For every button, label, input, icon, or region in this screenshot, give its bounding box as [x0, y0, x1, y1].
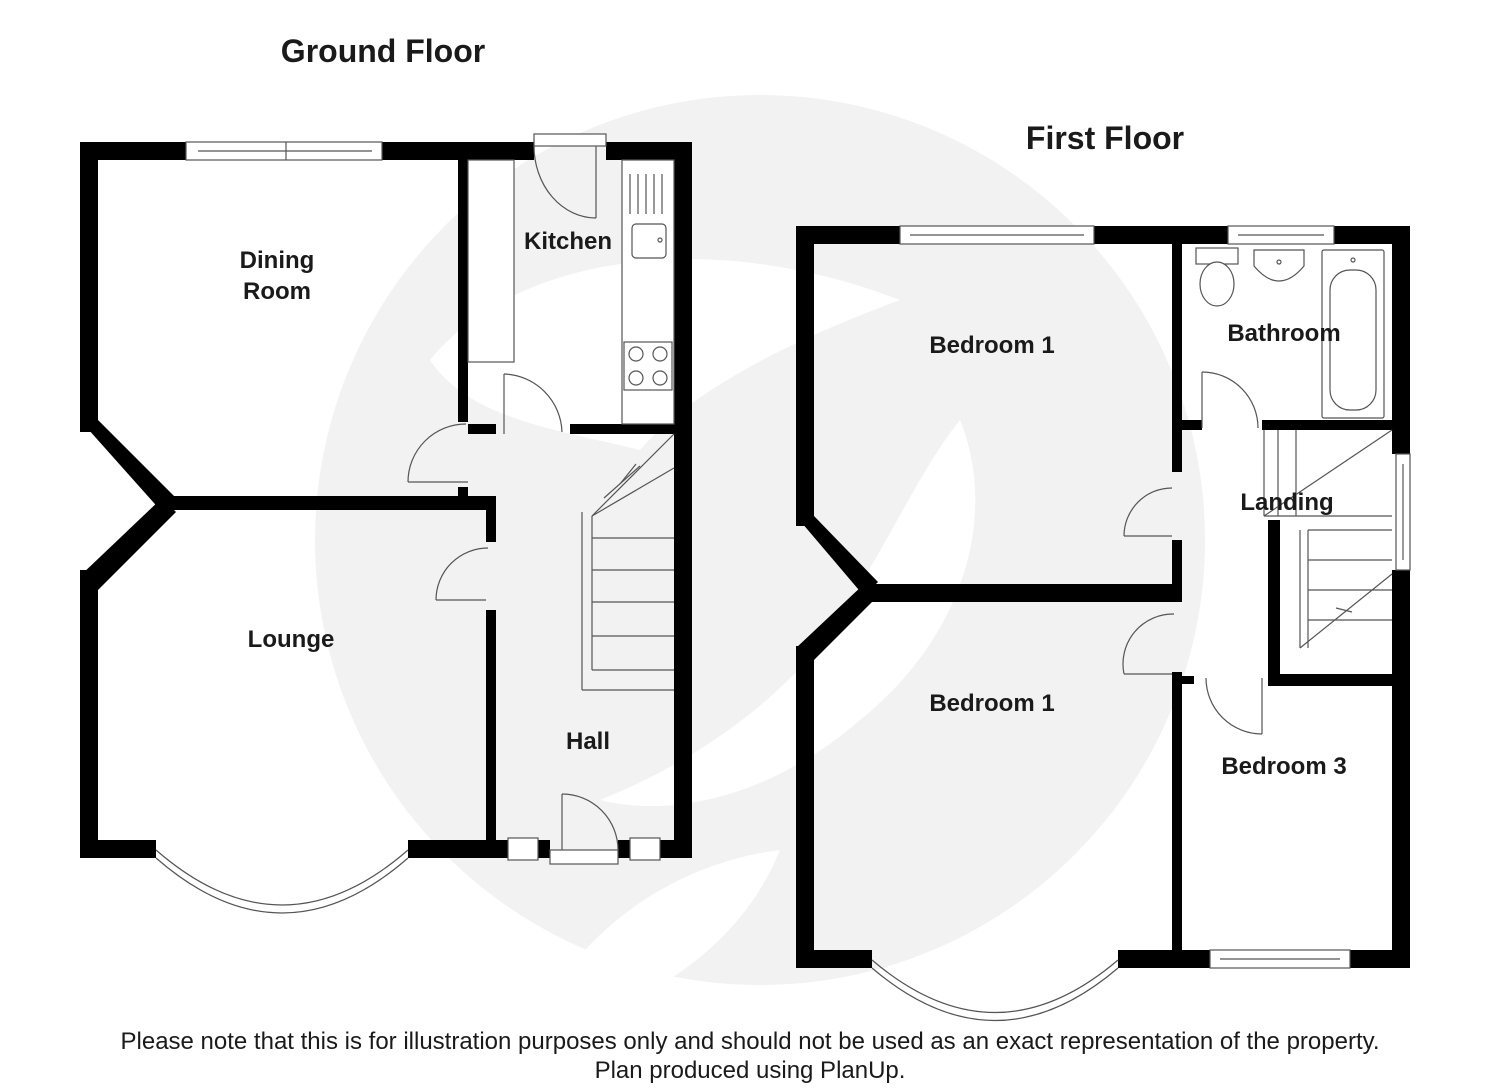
bathroom-label: Bathroom [1227, 320, 1340, 347]
lounge-label: Lounge [248, 626, 335, 653]
bedroom2-bay-window [871, 959, 1119, 1022]
bedroom1-bottom-label: Bedroom 1 [929, 690, 1054, 717]
bedroom3-label: Bedroom 3 [1221, 753, 1346, 780]
bathroom-fittings [1195, 247, 1385, 419]
ground-floor-walls [80, 142, 692, 858]
landing-label: Landing [1240, 489, 1333, 516]
dining-room-label-line1: Dining [240, 247, 315, 274]
kitchen-back-door [533, 133, 607, 219]
first-floor-staircase [1263, 429, 1393, 649]
kitchen-label: Kitchen [524, 228, 612, 255]
bathroom-window [1227, 225, 1335, 245]
watermark-logo [315, 95, 1205, 985]
first-floor-walls [796, 226, 1410, 968]
first-floor-doors [1122, 371, 1263, 735]
lounge-bay-window [155, 849, 409, 914]
first-floor-title: First Floor [1026, 120, 1184, 156]
bedroom1-top-label: Bedroom 1 [929, 332, 1054, 359]
ground-internal-doors [407, 373, 563, 601]
hall-label: Hall [566, 728, 610, 755]
dining-window [185, 141, 383, 161]
disclaimer-text: Please note that this is for illustratio… [120, 1028, 1380, 1055]
plan-credit-text: Plan produced using PlanUp. [594, 1057, 906, 1084]
kitchen-fittings [467, 159, 675, 425]
dining-room-label-line2: Room [243, 278, 311, 305]
bedroom3-window [1209, 949, 1351, 969]
ground-staircase [581, 433, 675, 691]
bedroom1-window [899, 225, 1095, 245]
landing-window [1395, 453, 1411, 571]
ground-floor-title: Ground Floor [281, 33, 485, 69]
front-door [507, 793, 661, 865]
